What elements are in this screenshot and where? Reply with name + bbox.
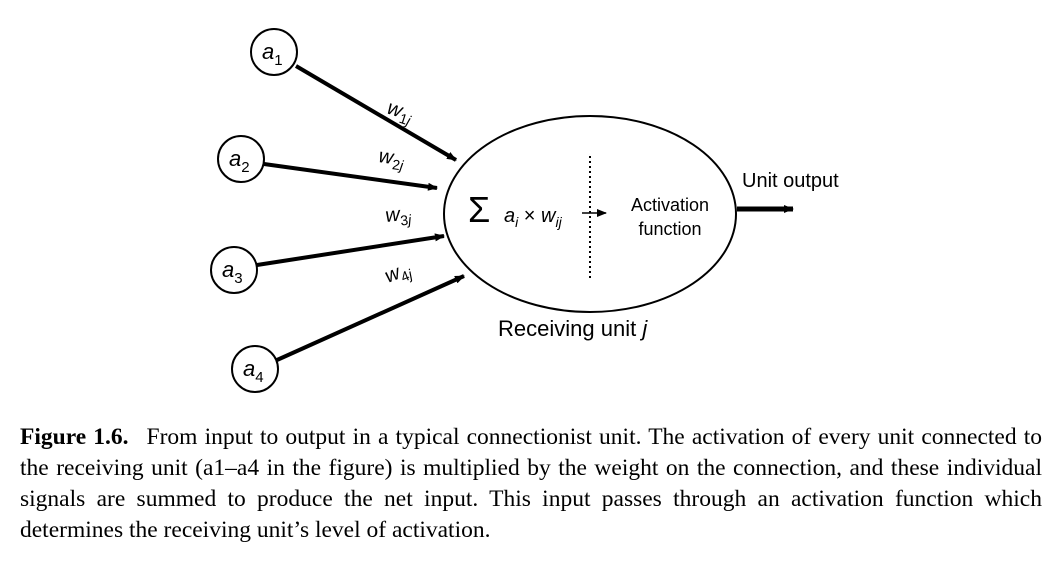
- svg-text:a1: a1: [262, 39, 283, 69]
- receiving-unit-label: Receiving unit j: [498, 316, 648, 341]
- input-subscript: 2: [241, 159, 249, 176]
- input-label: a: [222, 257, 234, 282]
- caption-text: From input to output in a typical connec…: [20, 424, 1042, 543]
- input-node-a1: a1: [250, 28, 298, 76]
- receiving-unit-ellipse: [443, 115, 737, 313]
- output-label: Unit output: [742, 170, 839, 192]
- activation-label-line1: Activation: [631, 195, 709, 215]
- input-node-a2: a2: [217, 135, 265, 183]
- sum-expression: ai × wij: [504, 205, 563, 230]
- weight-label-w4j: w4j: [382, 257, 416, 290]
- input-label: a: [243, 356, 255, 381]
- figure-label: Figure 1.6.: [20, 424, 129, 450]
- input-node-a4: a4: [231, 345, 279, 393]
- svg-text:a4: a4: [243, 356, 264, 386]
- input-label: a: [229, 146, 241, 171]
- weight-label-w2j: w2j: [377, 145, 406, 173]
- connection-arrow-1: [294, 64, 458, 162]
- input-subscript: 4: [255, 369, 263, 386]
- svg-text:a3: a3: [222, 257, 243, 287]
- input-node-a3: a3: [210, 246, 258, 294]
- activation-label-line2: function: [638, 219, 701, 239]
- connection-arrow-2: [263, 162, 438, 191]
- weight-label-w3j: w3j: [384, 202, 413, 230]
- input-subscript: 1: [274, 52, 282, 69]
- figure-caption: Figure 1.6.From input to output in a typ…: [20, 422, 1042, 546]
- weight-label-w1j: w1j: [384, 97, 417, 129]
- input-label: a: [262, 39, 274, 64]
- svg-text:a2: a2: [229, 146, 250, 176]
- sum-symbol: Σ: [468, 189, 490, 230]
- connection-arrow-4: [276, 274, 465, 362]
- connectionist-unit-diagram: a1 a2 a3 a4 w1j w2j w3j w4j Σ ai × wij: [210, 28, 839, 393]
- input-subscript: 3: [234, 270, 242, 287]
- connection-arrow-3: [256, 233, 445, 267]
